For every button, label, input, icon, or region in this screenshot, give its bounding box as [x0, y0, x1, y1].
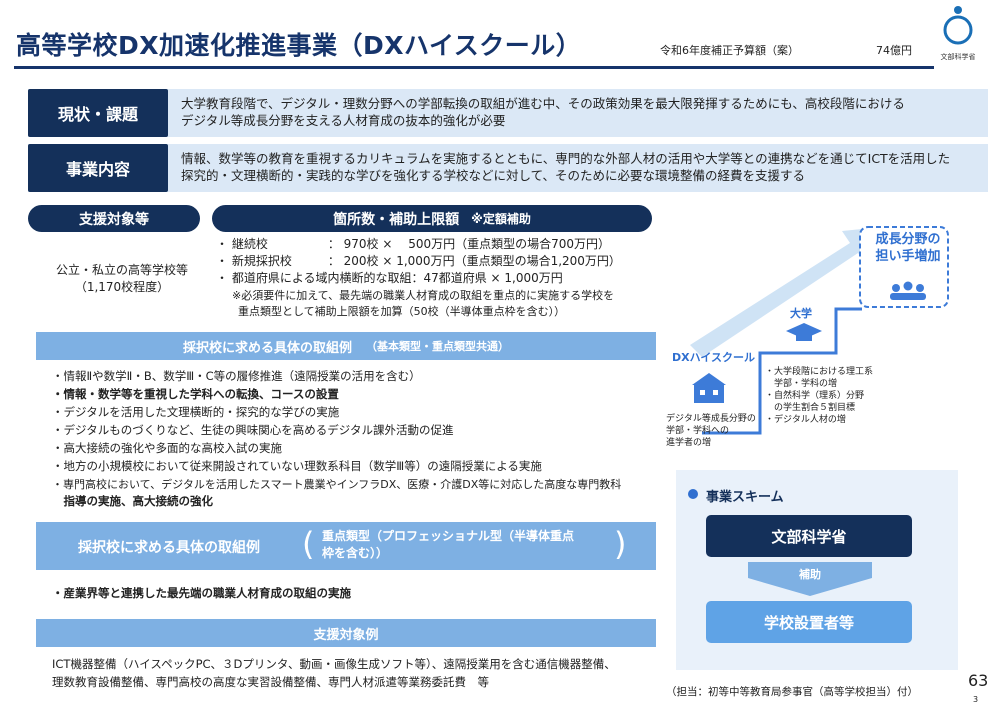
ministry-emblem-icon — [943, 6, 973, 45]
examples-basic-heading-note: （基本類型・重点類型共通） — [366, 340, 509, 353]
list-item: ・情報Ⅱや数学Ⅱ・B、数学Ⅲ・C等の履修推進（遠隔授業の活用を含む） — [52, 369, 421, 383]
people-icon — [903, 281, 913, 291]
university-label: 大学 — [790, 307, 812, 320]
page-sub: 3 — [973, 695, 979, 704]
title-divider — [14, 66, 934, 69]
ministry-logo-text: 文部科学省 — [940, 53, 976, 61]
scheme-heading: 事業スキーム — [706, 490, 784, 505]
list-item: 学部・学科への — [666, 426, 730, 436]
people-icon — [890, 293, 926, 300]
list-item: ・情報・数学等を重視した学科への転換、コースの設置 — [52, 387, 339, 401]
growth-label-line2: 担い手増加 — [875, 249, 941, 264]
support-heading: 支援対象例 — [36, 619, 656, 647]
school-building-icon — [694, 385, 724, 403]
people-icon — [916, 284, 924, 292]
examples-priority-heading-text: 採択校に求める具体の取組例 — [78, 540, 260, 556]
grant-note-2: 重点類型として補助上限額を加算（50校（半導体重点枠を含む）） — [238, 305, 566, 318]
dx-notes: デジタル等成長分野の 学部・学科への 進学者の増 — [666, 413, 756, 449]
content-label: 事業内容 — [28, 144, 168, 192]
grant-item-2: ・ 新規採択校 ： 200校 × 1,000万円（重点類型の場合1,200万円） — [216, 254, 621, 268]
scheme-arrow-label: 補助 — [799, 568, 821, 581]
list-item: 進学者の増 — [666, 438, 712, 448]
target-line2: （1,170校程度） — [74, 280, 170, 294]
grant-heading-note: ※定額補助 — [471, 212, 531, 226]
ministry-logo: 文部科学省 — [938, 4, 978, 62]
budget-label: 令和6年度補正予算額（案） — [660, 44, 799, 57]
growth-label-line1: 成長分野の — [875, 232, 941, 247]
university-notes: ・大学段階における理工系 学部・学科の増 ・自然科学（理系）分野 の学生割合５割… — [765, 366, 873, 426]
graduation-cap-icon — [786, 323, 822, 339]
list-item: の学生割合５割目標 — [765, 403, 856, 413]
list-item: ・デジタルものづくりなど、生徒の興味関心を高めるデジタル課外活動の促進 — [52, 423, 454, 437]
list-item: ・地方の小規模校において従来開設されていない理数系科目（数学Ⅲ等）の遠隔授業によ… — [52, 459, 542, 473]
page-number: 63 — [968, 671, 989, 690]
dx-label: DXハイスクール — [672, 351, 756, 364]
status-text-line2: デジタル等成長分野を支える人材育成の抜本的強化が必要 — [181, 113, 506, 128]
examples-priority-note-line2: 枠を含む）） — [322, 546, 389, 560]
scheme-arrow-icon — [748, 562, 872, 596]
people-icon — [892, 284, 900, 292]
support-line2: 理数教育設備整備、専門高校の高度な実習設備整備、専門人材派遣等業務委託費 等 — [52, 675, 489, 689]
growth-diagram — [690, 226, 949, 435]
bullet-icon — [688, 489, 698, 499]
list-item: ・デジタル人材の増 — [765, 415, 846, 425]
examples-priority-heading: 採択校に求める具体の取組例 ( 重点類型（プロフェッショナル型（半導体重点 枠を… — [36, 522, 656, 570]
content-row — [28, 144, 988, 192]
grant-note-1: ※必須要件に加えて、最先端の職業人材育成の取組を重点的に実施する学校を — [232, 289, 615, 302]
scheme-top: 文部科学省 — [706, 515, 912, 557]
growth-box — [859, 226, 949, 308]
grant-heading-text: 箇所数・補助上限額 — [333, 211, 460, 228]
contact-note: （担当：初等中等教育局参事官（高等学校担当）付） — [666, 686, 918, 698]
step-line — [702, 307, 862, 435]
status-label: 現状・課題 — [28, 89, 168, 137]
support-line1: ICT機器整備（ハイスペックPC、３Dプリンタ、動画・画像生成ソフト等）、遠隔授… — [52, 657, 616, 671]
paren-left-icon: ( — [302, 525, 315, 563]
examples-priority-note-line1: 重点類型（プロフェッショナル型（半導体重点 — [322, 529, 575, 543]
list-item: ・自然科学（理系）分野 — [765, 391, 865, 401]
examples-priority-note: 重点類型（プロフェッショナル型（半導体重点 枠を含む）） — [322, 528, 574, 562]
budget-amount: 74億円 — [876, 44, 912, 57]
grant-item-1: ・ 継続校 ： 970校 × 500万円（重点類型の場合700万円） — [216, 237, 611, 251]
graduation-cap-icon — [796, 334, 812, 341]
growth-arrow-icon — [690, 227, 882, 357]
page-title: 高等学校DX加速化推進事業（DXハイスクール） — [16, 31, 582, 60]
school-building-icon — [692, 373, 726, 385]
list-item: 指導の実施、高大接続の強化 — [52, 494, 213, 508]
growth-label: 成長分野の 担い手増加 — [864, 231, 952, 265]
grant-item-3: ・ 都道府県による域内横断的な取組：47都道府県 × 1,000万円 — [216, 271, 563, 285]
target-heading: 支援対象等 — [28, 205, 200, 232]
list-item: ・専門高校において、デジタルを活用したスマート農業やインフラDX、医療・介護DX… — [52, 478, 622, 491]
status-row — [28, 89, 988, 137]
list-item: 学部・学科の増 — [765, 379, 838, 389]
examples-basic-heading-text: 採択校に求める具体の取組例 — [182, 340, 352, 356]
list-item: ・高大接続の強化や多面的な高校入試の実施 — [52, 441, 282, 455]
list-item: ・デジタルを活用した文理横断的・探究的な学びの実施 — [52, 405, 340, 419]
list-item: ・大学段階における理工系 — [765, 367, 874, 377]
list-item: デジタル等成長分野の — [666, 414, 756, 424]
examples-basic-heading: 採択校に求める具体の取組例 （基本類型・重点類型共通） — [36, 332, 656, 360]
grant-heading: 箇所数・補助上限額 ※定額補助 — [212, 205, 652, 232]
status-text-line1: 大学教育段階で、デジタル・理数分野への学部転換の取組が進む中、その政策効果を最大… — [181, 96, 905, 111]
content-text-line1: 情報、数学等の教育を重視するカリキュラムを実施するとともに、専門的な外部人材の活… — [181, 151, 951, 166]
paren-right-icon: ) — [614, 525, 627, 563]
content-text-line2: 探究的・文理横断的・実践的な学びを強化する学校などに対して、そのために必要な環境… — [181, 168, 806, 183]
examples-basic-list: ・情報Ⅱや数学Ⅱ・B、数学Ⅲ・C等の履修推進（遠隔授業の活用を含む） ・情報・数… — [36, 362, 656, 512]
scheme-bottom: 学校設置者等 — [706, 601, 912, 643]
target-line1: 公立・私立の高等学校等 — [55, 263, 188, 277]
examples-priority-item: ・産業界等と連携した最先端の職業人材育成の取組の実施 — [52, 586, 351, 600]
